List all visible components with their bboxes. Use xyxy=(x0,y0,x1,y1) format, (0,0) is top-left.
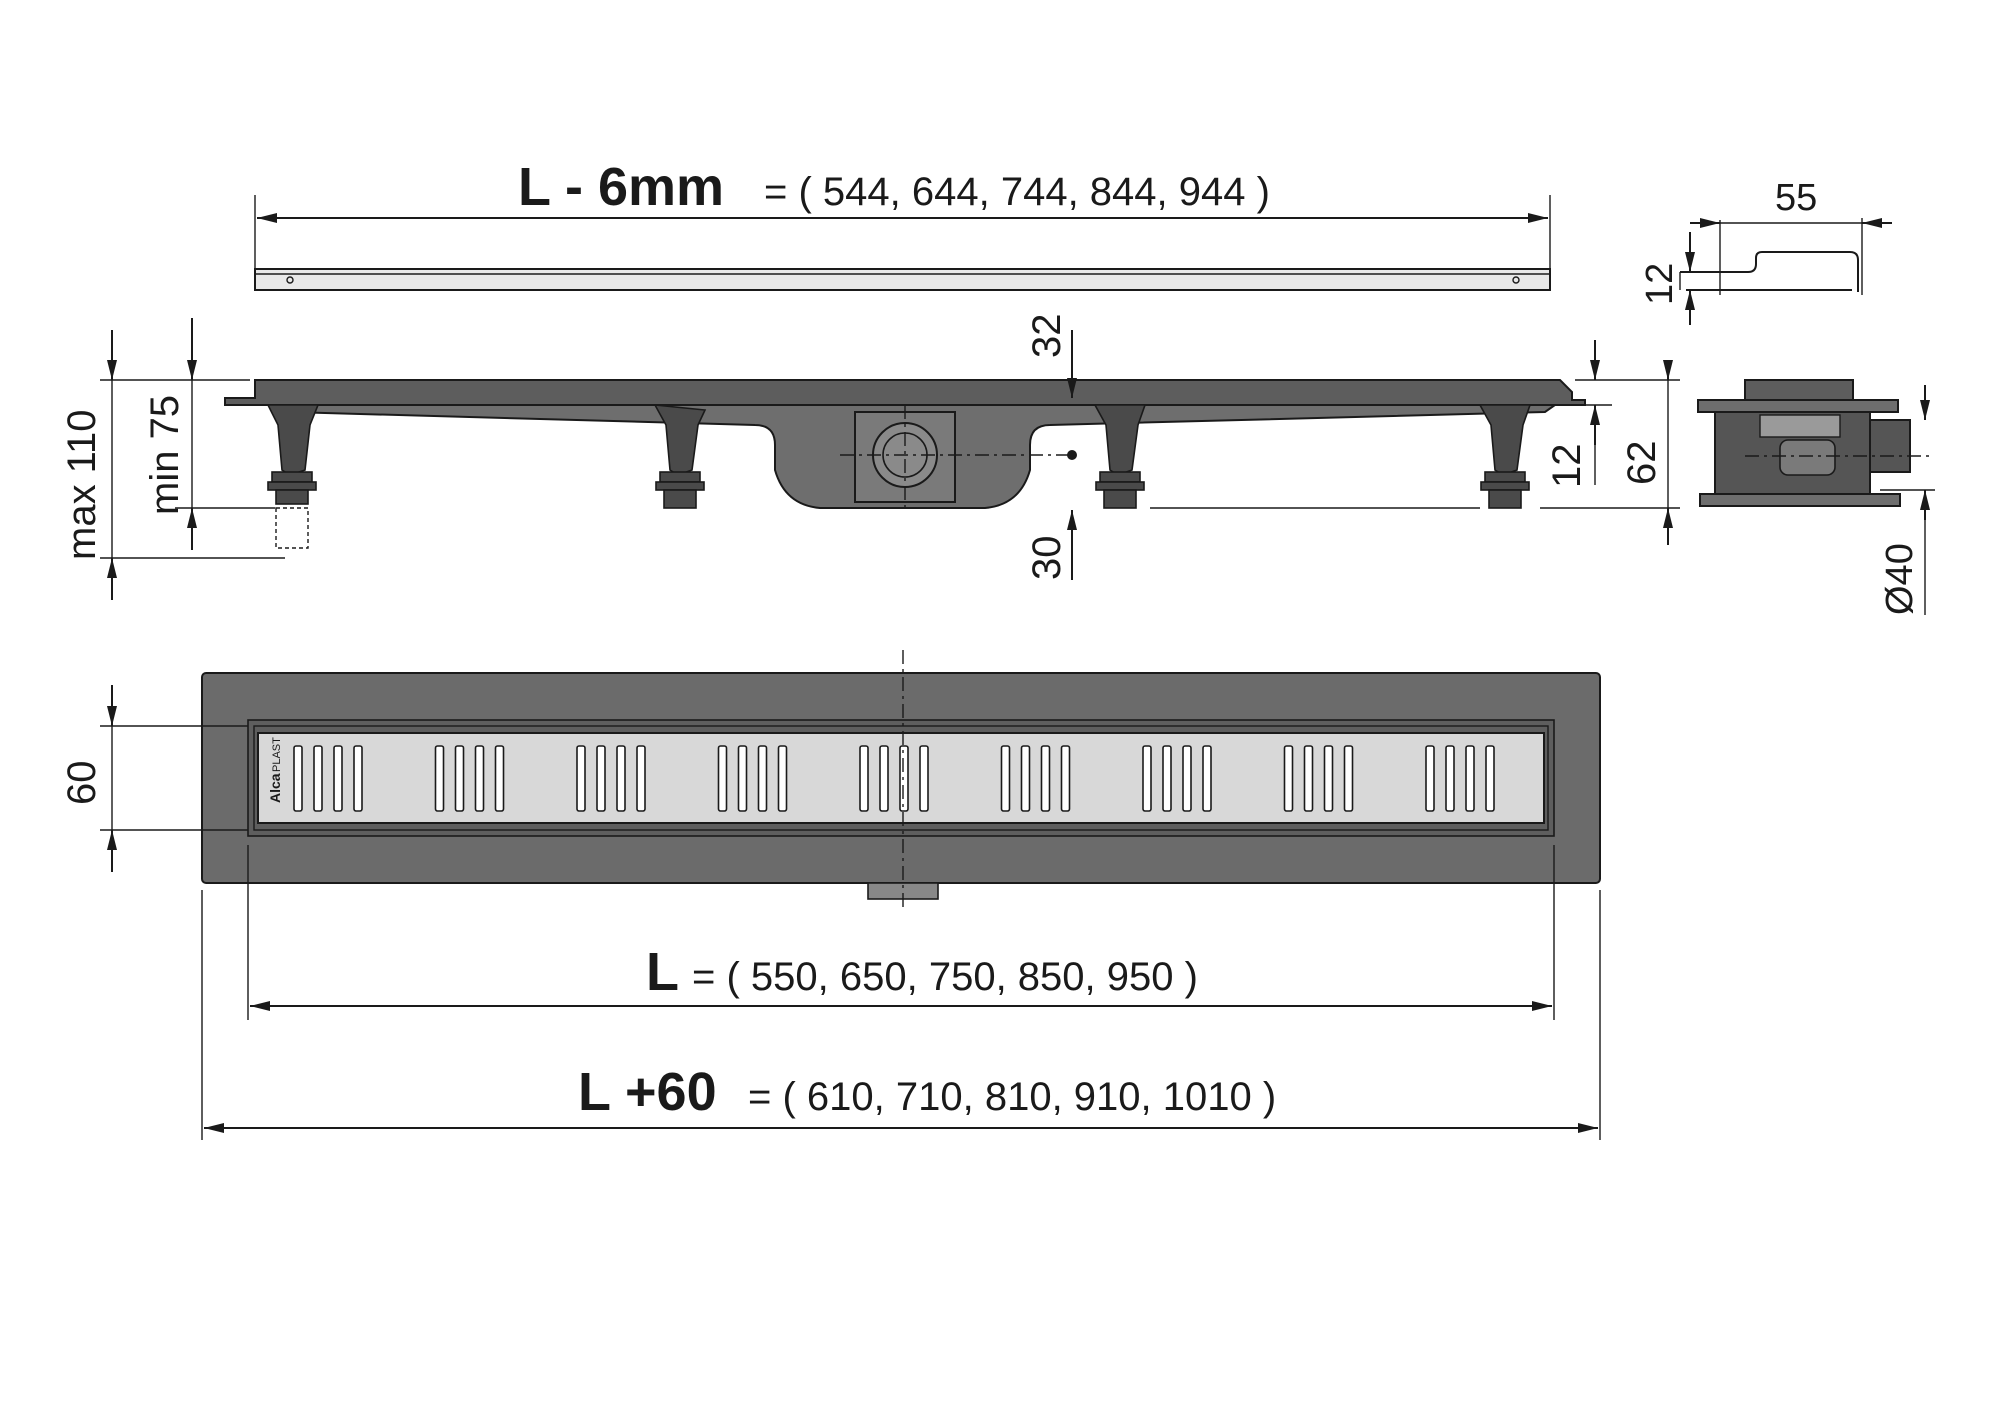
grate-slot xyxy=(1465,745,1475,812)
dim-62: 62 xyxy=(1620,441,1664,486)
grate-slot xyxy=(1060,745,1071,812)
grate-slot xyxy=(919,745,929,812)
dim-min-75: min 75 xyxy=(143,395,187,515)
top-grate-view: L - 6mm = ( 544, 644, 744, 844, 944 ) xyxy=(254,157,1551,291)
channel-cross-section: Ø40 xyxy=(1697,379,1935,615)
grate-slot xyxy=(859,745,869,812)
grate-slot xyxy=(1162,745,1172,812)
mid-length-label: L xyxy=(646,942,679,1002)
channel-top-view: Alca PLAST 60 L = ( 550, 650, 750, 850, … xyxy=(60,650,1601,1140)
grate-slot xyxy=(353,745,363,812)
grate-slot xyxy=(1283,745,1294,812)
channel-flange xyxy=(224,379,1586,406)
dim-30: 30 xyxy=(1025,536,1069,581)
grate-slot xyxy=(494,745,505,812)
center-dot xyxy=(1067,450,1077,460)
grate-slot xyxy=(1303,745,1314,812)
grate-slot xyxy=(879,745,889,812)
bottom-length-values: = ( 610, 710, 810, 910, 1010 ) xyxy=(748,1075,1276,1119)
dim-55: 55 xyxy=(1775,177,1817,219)
top-length-values: = ( 544, 644, 744, 844, 944 ) xyxy=(764,170,1270,214)
grate-slot xyxy=(737,745,748,812)
dim-60: 60 xyxy=(60,761,104,806)
grate-slot xyxy=(434,745,445,812)
dim-diameter-40: Ø40 xyxy=(1879,543,1921,615)
grate-slot xyxy=(899,745,909,812)
dim-max-110: max 110 xyxy=(60,410,104,560)
grate-slot xyxy=(454,745,465,812)
top-length-label: L - 6mm xyxy=(518,157,724,217)
grate-slot xyxy=(474,745,485,812)
grate-profile-view: 55 12 xyxy=(1639,177,1892,325)
grate-slot xyxy=(1485,745,1495,812)
grate-slot xyxy=(1142,745,1152,812)
grate-slot xyxy=(313,745,323,812)
grate-slot xyxy=(1323,745,1334,812)
grate-slot xyxy=(717,745,728,812)
grate-slot xyxy=(777,745,788,812)
grate-slot xyxy=(293,745,303,812)
brand-logo: Alca xyxy=(267,773,283,803)
grate-slot xyxy=(636,745,646,812)
grate-strip xyxy=(254,268,1551,291)
grate-slots xyxy=(293,745,1495,812)
grate-slot xyxy=(1020,745,1031,812)
grate-hole xyxy=(286,276,294,284)
brand-logo-sub: PLAST xyxy=(271,737,283,772)
grate-slot xyxy=(1040,745,1051,812)
leg-4 xyxy=(1478,404,1532,509)
grate-slot xyxy=(333,745,343,812)
mid-length-values: = ( 550, 650, 750, 850, 950 ) xyxy=(692,955,1198,999)
dim-32: 32 xyxy=(1025,314,1069,359)
channel-side-view: max 110 min 75 xyxy=(60,314,1680,600)
grate-slot xyxy=(1343,745,1354,812)
grate-slot xyxy=(1000,745,1011,812)
bottom-length-label: L +60 xyxy=(578,1062,717,1122)
grate-slot xyxy=(757,745,768,812)
dim-12-top: 12 xyxy=(1639,263,1681,305)
grate-slot xyxy=(1425,745,1435,812)
grate-slot xyxy=(576,745,586,812)
grate-profile-shape xyxy=(1680,251,1859,292)
leg-1 xyxy=(266,404,320,549)
grate-slot xyxy=(1182,745,1192,812)
dim-12-side: 12 xyxy=(1545,444,1589,489)
grate-hole xyxy=(1512,276,1520,284)
leg-2 xyxy=(653,404,707,509)
grate-slot xyxy=(1445,745,1455,812)
grate-slot xyxy=(616,745,626,812)
grate-slot xyxy=(596,745,606,812)
leg-3 xyxy=(1093,404,1147,509)
grate-slot xyxy=(1202,745,1212,812)
